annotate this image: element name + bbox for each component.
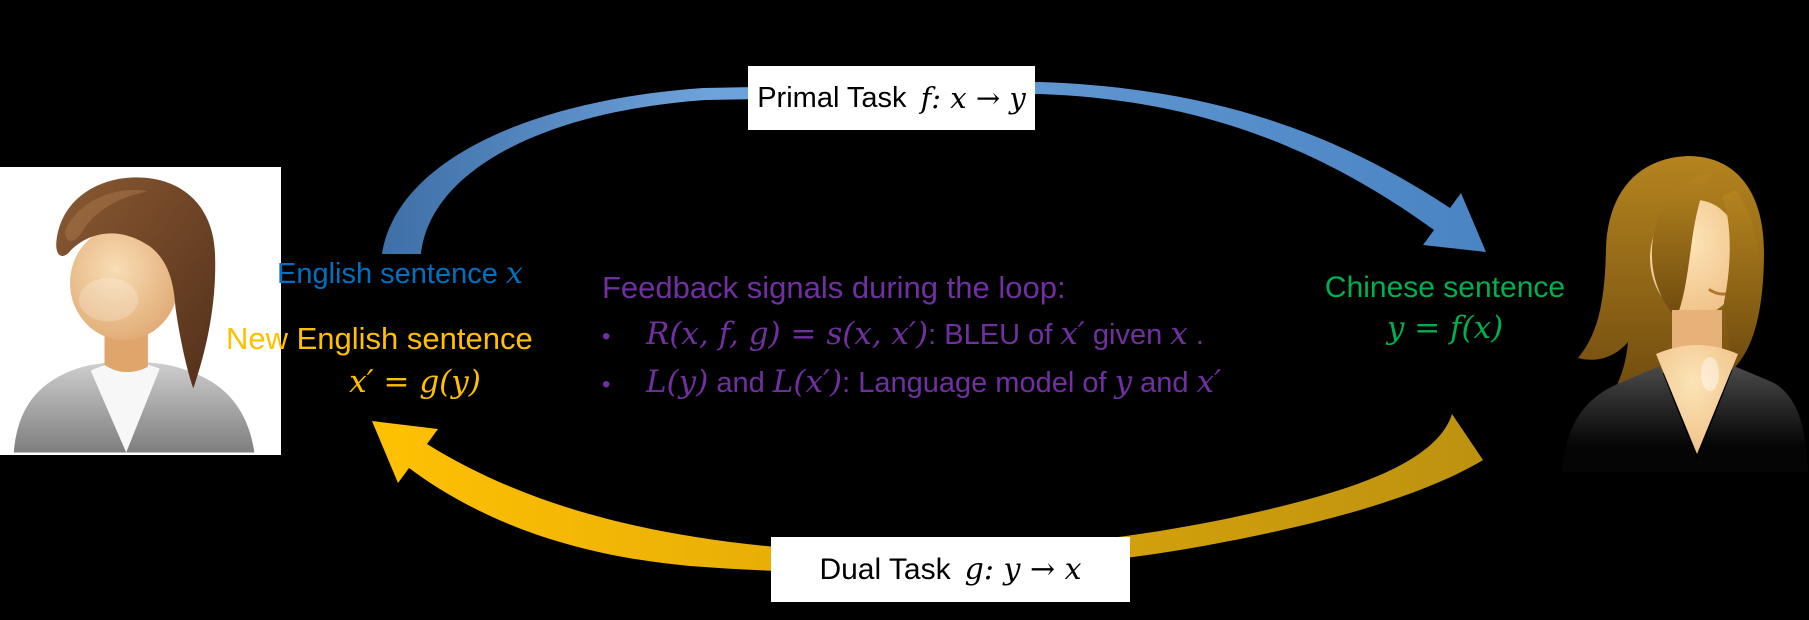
woman-fringe: [1651, 174, 1710, 318]
man-face: [70, 225, 179, 341]
bullet-icon: •: [602, 323, 611, 350]
dual-task-box: Dual Task g: y → x: [771, 537, 1130, 602]
bullet2-var: y: [1114, 364, 1133, 400]
chinese-sentence-block: Chinese sentence y = f(x): [1316, 271, 1574, 346]
man-cheek-highlight: [78, 277, 139, 322]
woman-chest: [1656, 345, 1738, 454]
woman-chest-highlight: [1701, 357, 1719, 391]
feedback-heading: Feedback signals during the loop:: [602, 270, 1066, 305]
english-sentence-var: x: [505, 256, 523, 291]
dual-arrow: [372, 414, 1483, 573]
woman-suit: [1562, 366, 1808, 472]
woman-avatar-icon: [1562, 156, 1808, 472]
new-english-sentence-formula: x′ = g(y): [349, 364, 481, 400]
bullet1-var: x: [1170, 316, 1188, 352]
english-speaker-photo: [0, 167, 281, 455]
man-avatar-icon: [13, 177, 255, 453]
primal-task-formula: f: x → y: [920, 81, 1026, 115]
bullet1-var: x′: [1060, 316, 1085, 352]
bullet1-formula: R(x, f, g) = s(x, x′): [646, 316, 929, 352]
bullet2-formula: L(y): [646, 364, 709, 400]
english-sentence-label: English sentence x: [277, 256, 523, 291]
bullet2-text: : Language model of: [842, 367, 1115, 399]
primal-task-box: Primal Task f: x → y: [748, 66, 1035, 130]
feedback-signals-block: Feedback signals during the loop: • R(x,…: [602, 270, 1342, 402]
bullet1-text: : BLEU of: [928, 319, 1061, 351]
man-hair: [56, 177, 216, 389]
chinese-sentence-formula: y = f(x): [1386, 310, 1504, 346]
dual-task-formula: g: y → x: [964, 552, 1082, 587]
bullet1-text: given: [1084, 319, 1171, 351]
bullet1-text: .: [1187, 319, 1204, 351]
bullet2-var: x′: [1196, 364, 1222, 400]
man-shirt: [90, 362, 160, 453]
new-english-sentence-label: New English sentence: [226, 321, 533, 356]
feedback-bullet-1: • R(x, f, g) = s(x, x′) : BLEU of x′ giv…: [602, 317, 1342, 354]
dual-task-label: Dual Task: [819, 552, 951, 586]
bullet2-text: and: [1132, 367, 1197, 399]
woman-neck: [1672, 310, 1722, 358]
english-sentence-text: English sentence: [277, 258, 498, 290]
woman-hair-side: [1722, 190, 1760, 370]
man-hair-shine: [65, 189, 148, 241]
primal-task-label: Primal Task: [757, 81, 907, 114]
bullet2-formula: L(x′): [772, 364, 843, 400]
chinese-sentence-text: Chinese sentence: [1324, 271, 1566, 304]
bullet2-text: and: [708, 367, 773, 399]
feedback-bullet-2: • L(y) and L(x′) : Language model of y a…: [602, 365, 1342, 402]
bullet-icon: •: [602, 371, 611, 398]
